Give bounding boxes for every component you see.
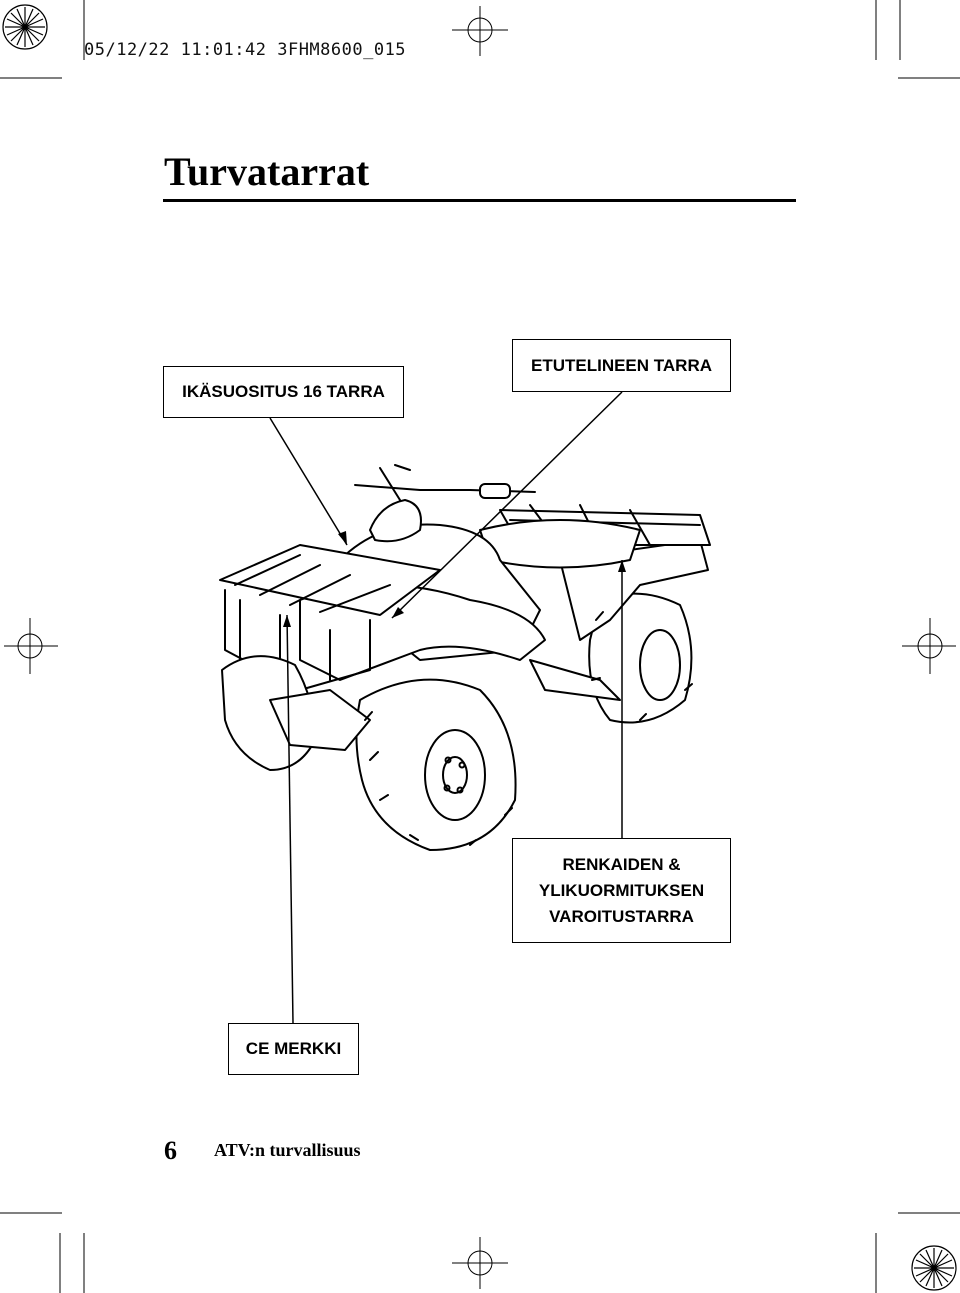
- starburst-mark-icon: [2, 4, 957, 1291]
- print-stamp: 05/12/22 11:01:42 3FHM8600_015: [84, 40, 407, 60]
- label-tire-overload-line-2: YLIKUORMITUKSEN: [538, 880, 705, 900]
- atv-drawing: [219, 464, 711, 851]
- label-tire-overload-line-3: VAROITUSTARRA: [549, 906, 694, 926]
- label-tire-overload-line-1: RENKAIDEN &: [562, 854, 681, 874]
- label-front-rack: ETUTELINEEN TARRA: [512, 339, 731, 392]
- title-rule: [163, 199, 796, 202]
- page-number: 6: [164, 1136, 177, 1165]
- label-age-recommendation: IKÄSUOSITUS 16 TARRA: [163, 366, 404, 418]
- registration-target-icon: [4, 6, 956, 1289]
- leader-lines: [269, 391, 623, 1024]
- page-title: Turvatarrat: [164, 149, 370, 194]
- section-name: ATV:n turvallisuus: [214, 1140, 361, 1160]
- label-tire-overload: RENKAIDEN & YLIKUORMITUKSEN VAROITUSTARR…: [512, 838, 731, 943]
- label-ce-mark: CE MERKKI: [228, 1023, 359, 1075]
- leader-arrowheads: [283, 531, 626, 627]
